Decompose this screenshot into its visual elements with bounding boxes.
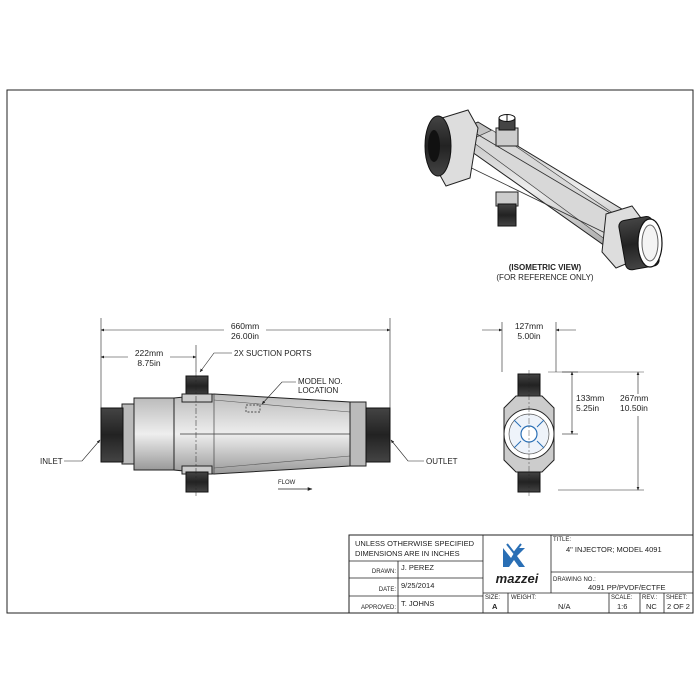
weight-label: WEIGHT: bbox=[511, 595, 536, 601]
drawing-no-label: DRAWING NO.: bbox=[553, 577, 596, 583]
height-mm: 267mm bbox=[620, 393, 648, 403]
side-view: 127mm 5.00in 133mm 5.25in 267mm 10.50in bbox=[482, 321, 660, 496]
width-in: 5.00in bbox=[517, 331, 540, 341]
overall-length-mm: 660mm bbox=[231, 321, 259, 331]
outlet-label: OUTLET bbox=[426, 457, 458, 466]
title-label: TITLE: bbox=[553, 537, 571, 543]
scale-value: 1:6 bbox=[617, 602, 627, 611]
isometric-subtitle: (FOR REFERENCE ONLY) bbox=[496, 273, 594, 282]
isometric-view: (ISOMETRIC VIEW) (FOR REFERENCE ONLY) bbox=[424, 109, 663, 282]
note-line-2: DIMENSIONS ARE IN INCHES bbox=[355, 549, 460, 558]
front-view: 660mm 26.00in 222mm 8.75in 2X SUCTION PO… bbox=[40, 318, 458, 496]
date-label: DATE: bbox=[379, 587, 397, 593]
suction-distance-in: 8.75in bbox=[137, 358, 160, 368]
isometric-title: (ISOMETRIC VIEW) bbox=[509, 263, 582, 272]
width-mm: 127mm bbox=[515, 321, 543, 331]
note-line-1: UNLESS OTHERWISE SPECIFIED bbox=[355, 539, 475, 548]
title-value: 4" INJECTOR; MODEL 4091 bbox=[566, 545, 662, 554]
scale-label: SCALE: bbox=[611, 595, 633, 601]
sheet-value: 2 OF 2 bbox=[667, 602, 690, 611]
date-value: 9/25/2014 bbox=[401, 581, 434, 590]
overall-length-in: 26.00in bbox=[231, 331, 259, 341]
sheet-label: SHEET: bbox=[666, 595, 687, 601]
suction-ports-label: 2X SUCTION PORTS bbox=[234, 349, 312, 358]
drawn-label: DRAWN: bbox=[372, 569, 396, 575]
size-value: A bbox=[492, 602, 498, 611]
center-mm: 133mm bbox=[576, 393, 604, 403]
size-label: SIZE: bbox=[485, 595, 500, 601]
model-location-label-1: MODEL NO. bbox=[298, 377, 343, 386]
inlet-label: INLET bbox=[40, 457, 63, 466]
height-in: 10.50in bbox=[620, 403, 648, 413]
center-in: 5.25in bbox=[576, 403, 599, 413]
flow-label: FLOW bbox=[278, 480, 296, 486]
approved-value: T. JOHNS bbox=[401, 599, 434, 608]
approved-label: APPROVED: bbox=[361, 605, 396, 611]
logo-text: mazzei bbox=[496, 571, 539, 586]
weight-value: N/A bbox=[558, 602, 571, 611]
model-location-label-2: LOCATION bbox=[298, 386, 339, 395]
rev-label: REV.: bbox=[642, 595, 657, 601]
title-block: UNLESS OTHERWISE SPECIFIED DIMENSIONS AR… bbox=[348, 534, 694, 614]
drawn-value: J. PEREZ bbox=[401, 563, 434, 572]
rev-value: NC bbox=[646, 602, 657, 611]
mazzei-logo-icon bbox=[503, 543, 525, 567]
suction-distance-mm: 222mm bbox=[135, 348, 163, 358]
drawing-no-value: 4091 PP/PVDF/ECTFE bbox=[588, 583, 666, 592]
